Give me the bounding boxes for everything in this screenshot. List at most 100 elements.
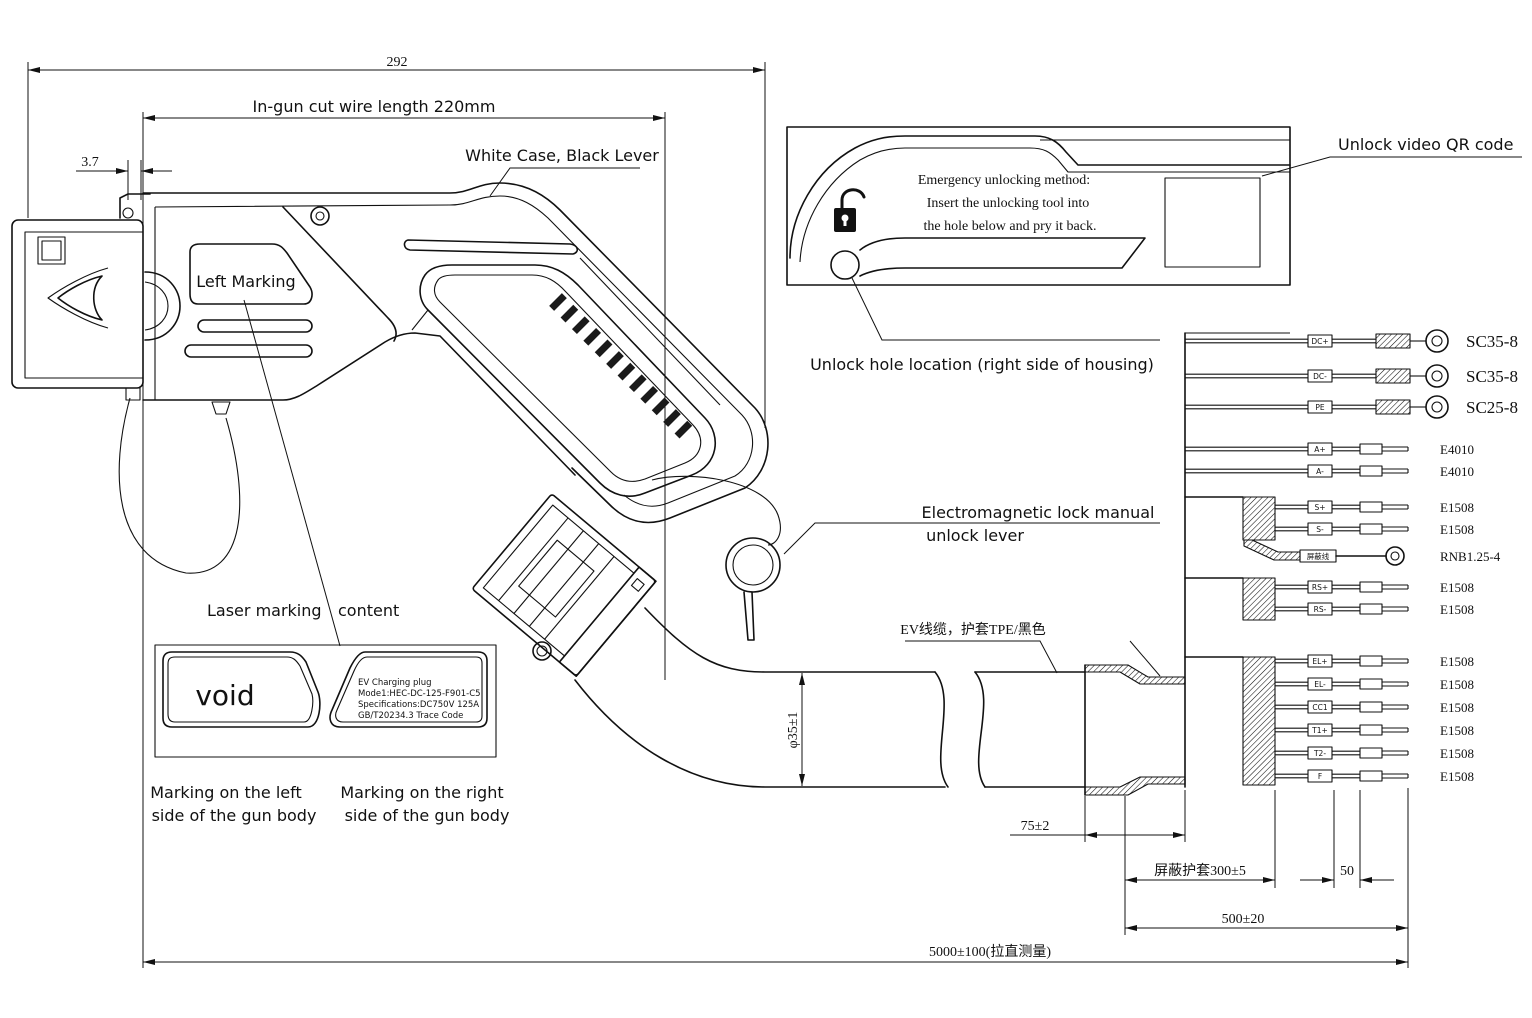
wire-row: CC1 E1508 — [1275, 700, 1474, 715]
wire-row: S-E1508 — [1275, 522, 1474, 537]
grip-ridge — [640, 385, 659, 404]
bottom-tab — [125, 387, 141, 401]
wire-label: EL+ — [1312, 657, 1327, 666]
pin-terminal-barrel — [1359, 770, 1383, 782]
wire-tag — [1307, 769, 1333, 783]
laser-content-callout: content — [338, 601, 399, 620]
wire-row: T1+E1508 — [1275, 723, 1474, 738]
pin-terminal-barrel — [1359, 655, 1383, 667]
lock-icon-keyhole — [841, 214, 849, 222]
wire-label: RS+ — [1312, 583, 1328, 592]
unlock-panel: Emergency unlocking method: Insert the u… — [786, 126, 1522, 374]
wire-row: EL+E1508 — [1275, 654, 1474, 669]
head-slat — [528, 543, 600, 627]
loop-clip — [211, 401, 231, 415]
hanging-loop — [118, 397, 241, 574]
terminal-label: E1508 — [1440, 700, 1474, 715]
dimension-shield-sleeve: 屏蔽护套300±5 — [1154, 863, 1246, 879]
head-screw-inner — [536, 645, 548, 657]
grip-ridge — [617, 362, 636, 381]
marking-standard: GB/T20234.3 Trace Code — [358, 711, 463, 721]
unlock-ring-inner — [732, 544, 774, 586]
head-cap — [558, 566, 657, 678]
grip-ridge — [628, 374, 647, 393]
qr-code-box — [1164, 177, 1261, 268]
ring-terminal-hole — [1431, 335, 1443, 347]
dimension-sleeve-length: 75±2 — [1021, 819, 1050, 834]
wire-row: A+E4010 — [1185, 442, 1474, 457]
pin-terminal-barrel — [1359, 581, 1383, 593]
latch-tab — [119, 193, 151, 219]
marking-model: Mode1:HEC-DC-125-F901-C5 — [358, 689, 481, 699]
plug-head-square-inner — [41, 240, 62, 261]
ring-terminal-hole — [1431, 401, 1443, 413]
crescent-logo-outer — [47, 267, 109, 329]
plug-head-inner — [24, 231, 143, 379]
right-marking-plate — [329, 651, 488, 728]
marking-frame — [154, 644, 497, 758]
terminal-label: SC35-8 — [1466, 332, 1518, 351]
wire-row: DC+ SC35-8 — [1185, 329, 1518, 353]
unlock-panel-frame — [786, 126, 1291, 286]
shield-block — [1242, 496, 1276, 541]
grip-ridge — [651, 397, 670, 416]
laser-leader — [243, 299, 341, 647]
ring-terminal — [1425, 395, 1449, 419]
ring-terminal-barrel — [1375, 399, 1411, 415]
grip-ridges — [549, 293, 693, 439]
lock-lever-callout-1: Electromagnetic lock manual — [922, 503, 1155, 522]
wire-label: 屏蔽线 — [1307, 551, 1330, 561]
cable-leader — [905, 640, 1058, 674]
terminal-label: E1508 — [1440, 746, 1474, 761]
vent-slot — [184, 344, 313, 358]
void-text: void — [195, 679, 254, 712]
pin-terminal-barrel — [1359, 501, 1383, 513]
left-marking-label: Left Marking — [196, 272, 295, 291]
grip-ridge — [549, 293, 567, 311]
wire-row: A-E4010 — [1185, 464, 1474, 479]
wire-label: DC- — [1313, 372, 1327, 381]
dimension-cut-wire-length: In-gun cut wire length 220mm — [253, 97, 496, 116]
terminal-label: E1508 — [1440, 500, 1474, 515]
left-marking-plate-inner — [167, 656, 314, 723]
latch-pin — [122, 207, 134, 219]
pin-terminal-barrel — [1359, 701, 1383, 713]
cable-break — [974, 671, 986, 788]
grip-ridge — [606, 351, 624, 369]
plug-dome — [144, 271, 181, 341]
wire-label: CC1 — [1312, 703, 1327, 712]
panel-lever-outline-inner — [799, 147, 1290, 263]
wire-label: S+ — [1314, 503, 1325, 512]
head-square — [630, 578, 645, 592]
unlock-hole-callout: Unlock hole location (right side of hous… — [810, 355, 1154, 374]
pin-terminal-barrel — [1359, 443, 1383, 455]
wire-label: DC+ — [1311, 337, 1328, 346]
wire-tag — [1307, 602, 1333, 616]
dimension-total-length: 5000±100(拉直测量) — [929, 943, 1051, 960]
wire-label: T2- — [1313, 749, 1326, 758]
neck-line — [411, 309, 429, 331]
cable-bottom — [574, 679, 946, 788]
vent-slot — [197, 319, 313, 333]
grip-opening-inner — [433, 274, 702, 482]
marking-spec: Specifications:DC750V 125A — [358, 700, 479, 710]
ring-terminal — [1385, 546, 1405, 566]
terminal-label: E1508 — [1440, 522, 1474, 537]
wire-row: DC-SC35-8 — [1185, 364, 1518, 388]
terminal-label: E1508 — [1440, 580, 1474, 595]
unlock-hole — [830, 250, 860, 280]
wire-tag — [1307, 334, 1333, 348]
unlock-instruction-3: the hole below and pry it back. — [923, 219, 1096, 234]
grip-ridge — [571, 316, 590, 335]
wire-row: T2- E1508 — [1275, 746, 1474, 761]
grip-slot-line — [579, 257, 721, 406]
marking-product: EV Charging plug — [358, 678, 432, 688]
terminal-label: E4010 — [1440, 464, 1474, 479]
terminal-label: E1508 — [1440, 677, 1474, 692]
laser-marking-callout: Laser marking — [207, 601, 322, 620]
wire-tag — [1307, 580, 1333, 594]
